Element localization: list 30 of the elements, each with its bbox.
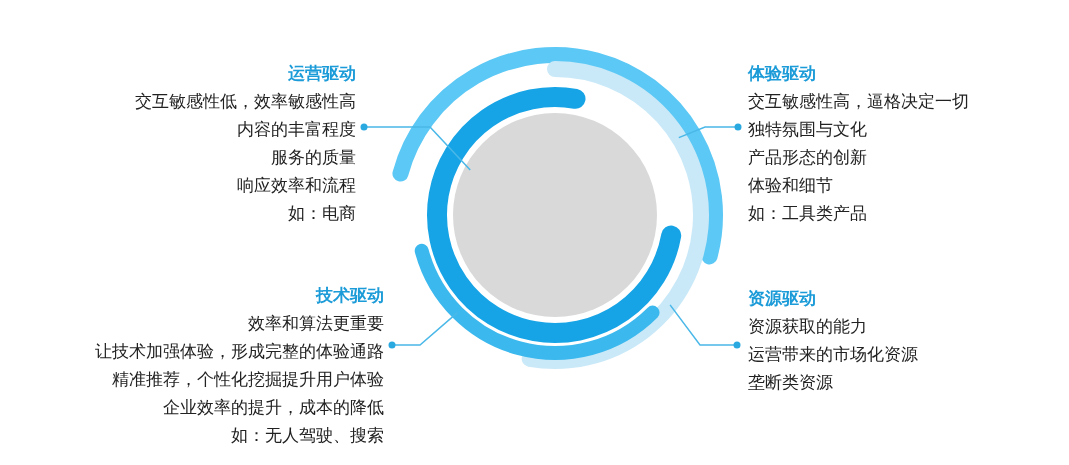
section-heading: 运营驱动 <box>288 63 356 85</box>
text-line: 交互敏感性低，效率敏感性高 <box>135 91 356 113</box>
text-line: 产品形态的创新 <box>748 147 867 169</box>
text-line: 如：无人驾驶、搜索 <box>231 425 384 447</box>
ring-arc <box>427 87 682 343</box>
leader-line <box>360 123 471 171</box>
section-heading: 技术驱动 <box>316 285 384 307</box>
text-line: 服务的质量 <box>271 147 356 169</box>
text-line: 精准推荐，个性化挖掘提升用户体验 <box>112 369 384 391</box>
text-line: 内容的丰富程度 <box>237 119 356 141</box>
text-line: 如：电商 <box>288 203 356 225</box>
text-line: 响应效率和流程 <box>237 175 356 197</box>
text-line: 资源获取的能力 <box>748 316 867 338</box>
text-line: 体验和细节 <box>748 175 833 197</box>
text-line: 企业效率的提升，成本的降低 <box>163 397 384 419</box>
text-line: 独特氛围与文化 <box>748 119 867 141</box>
text-line: 如：工具类产品 <box>748 203 867 225</box>
text-line: 垄断类资源 <box>748 372 833 394</box>
ring-arc <box>392 47 723 265</box>
text-line: 运营带来的市场化资源 <box>748 344 918 366</box>
leader-line <box>669 304 741 349</box>
ring-arc <box>521 61 709 369</box>
leader-line <box>678 123 742 139</box>
text-line: 让技术加强体验，形成完整的体验通路 <box>95 341 384 363</box>
section-heading: 资源驱动 <box>748 288 816 310</box>
text-line: 效率和算法更重要 <box>248 313 384 335</box>
leader-line <box>388 311 459 349</box>
text-line: 交互敏感性高，逼格决定一切 <box>748 91 969 113</box>
section-heading: 体验驱动 <box>748 63 816 85</box>
ring-arc <box>414 243 660 360</box>
